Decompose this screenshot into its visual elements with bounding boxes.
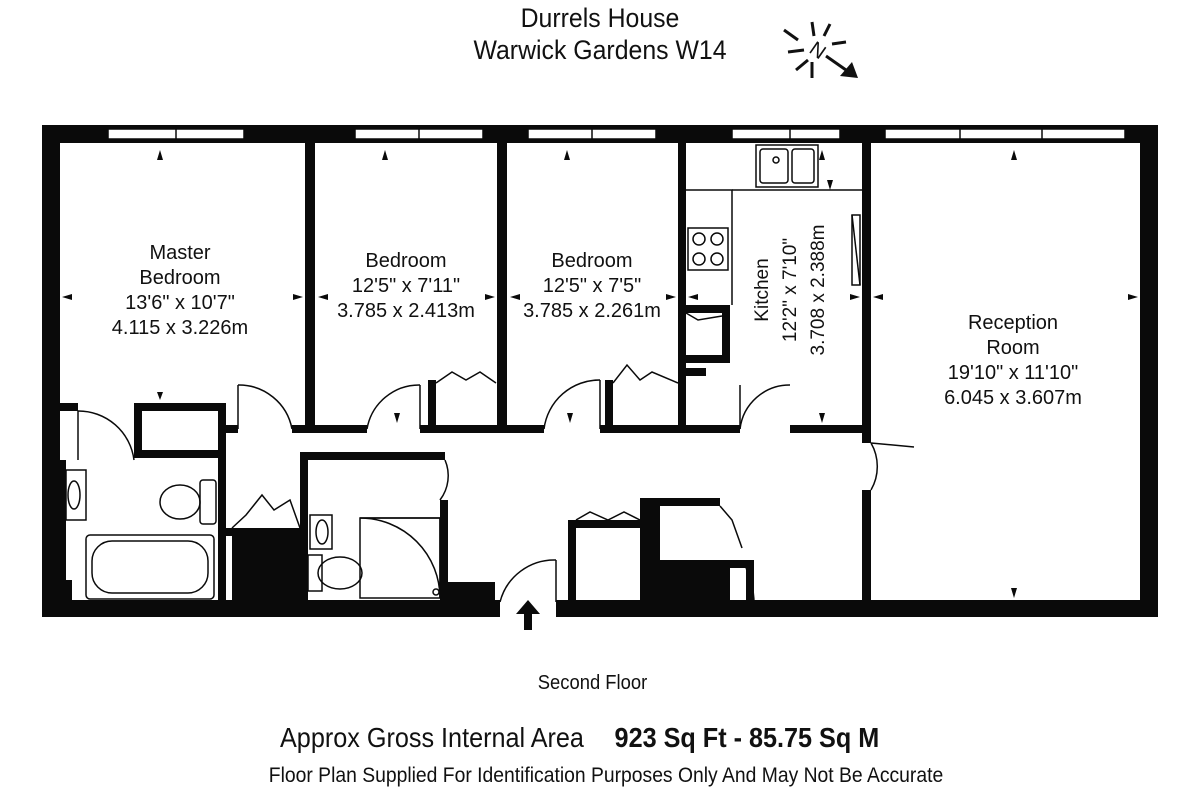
room-name: Reception bbox=[968, 312, 1058, 334]
room-name: Bedroom bbox=[365, 250, 446, 272]
dimension-markers bbox=[62, 150, 1138, 598]
area-label: Approx Gross Internal Area bbox=[280, 722, 584, 753]
room-kitchen: Kitchen 12'2" x 7'10" 3.708 x 2.388m bbox=[752, 225, 829, 356]
room-dimension-metric: 3.785 x 2.413m bbox=[337, 300, 475, 322]
gross-area: Approx Gross Internal Area 923 Sq Ft - 85… bbox=[280, 722, 879, 754]
kitchen-fixtures bbox=[686, 144, 862, 305]
room-dimension-imperial: 12'2" x 7'10" bbox=[780, 238, 801, 342]
interior-walls bbox=[60, 143, 871, 603]
room-dimension-metric: 6.045 x 3.607m bbox=[944, 387, 1082, 409]
building-name: Durrels House bbox=[520, 3, 680, 33]
room-name: Kitchen bbox=[752, 258, 773, 321]
disclaimer: Floor Plan Supplied For Identification P… bbox=[268, 764, 944, 787]
area-value: 923 Sq Ft - 85.75 Sq M bbox=[614, 722, 880, 753]
bathroom-fixtures bbox=[65, 469, 441, 600]
room-dimension-imperial: 13'6" x 10'7" bbox=[125, 292, 235, 314]
building-address: Warwick Gardens W14 bbox=[473, 35, 727, 65]
room-dimension-metric: 3.785 x 2.261m bbox=[523, 300, 661, 322]
compass-icon bbox=[783, 21, 858, 78]
room-name: Master bbox=[149, 242, 210, 264]
entrance-arrow-icon bbox=[516, 600, 540, 630]
room-name: Room bbox=[986, 337, 1039, 359]
compass-north-letter: N bbox=[805, 38, 829, 64]
room-bedroom-2: Bedroom 12'5" x 7'11" 3.785 x 2.413m bbox=[337, 250, 475, 322]
room-dimension-metric: 3.708 x 2.388m bbox=[808, 225, 829, 356]
room-name: Bedroom bbox=[551, 250, 632, 272]
room-master-bedroom: Master Bedroom 13'6" x 10'7" 4.115 x 3.2… bbox=[112, 242, 248, 339]
room-dimension-imperial: 12'5" x 7'11" bbox=[352, 275, 460, 297]
room-dimension-imperial: 19'10" x 11'10" bbox=[948, 362, 1078, 384]
room-name: Bedroom bbox=[139, 267, 220, 289]
room-reception: Reception Room 19'10" x 11'10" 6.045 x 3… bbox=[944, 312, 1082, 409]
floor-label: Second Floor bbox=[537, 672, 648, 694]
room-dimension-imperial: 12'5" x 7'5" bbox=[543, 275, 642, 297]
room-dimension-metric: 4.115 x 3.226m bbox=[112, 317, 248, 339]
outer-walls bbox=[42, 125, 1158, 617]
room-bedroom-3: Bedroom 12'5" x 7'5" 3.785 x 2.261m bbox=[523, 250, 661, 322]
door-swings bbox=[77, 312, 915, 603]
window-mullions bbox=[175, 129, 1043, 139]
